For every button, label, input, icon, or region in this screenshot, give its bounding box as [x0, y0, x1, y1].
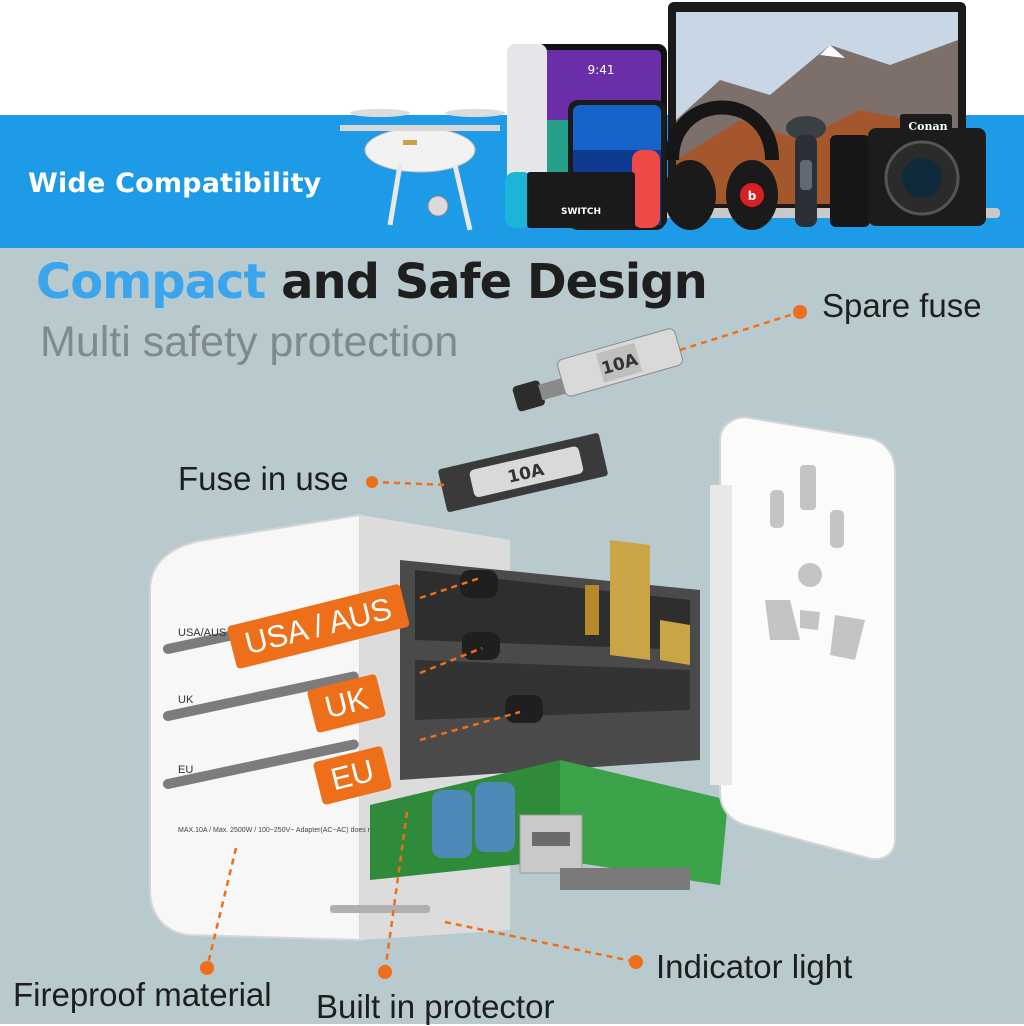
- internal-mechanism: [400, 540, 700, 780]
- headline-accent: Compact: [36, 254, 266, 310]
- electric-shaver-icon: [786, 116, 826, 227]
- headphone-mark: b: [748, 189, 757, 203]
- slot-label-uk: UK: [178, 694, 194, 706]
- slot-label-eu: EU: [178, 764, 193, 776]
- spare-fuse-icon: 10A: [512, 328, 684, 412]
- device-lineup: 9:41 SWITCH: [340, 2, 1000, 231]
- wide-compatibility-title: Wide Compatibility: [28, 168, 322, 199]
- subheadline: Multi safety protection: [40, 318, 459, 366]
- callout-indicator-light: Indicator light: [656, 948, 853, 985]
- callout-fuse-in-use: Fuse in use: [178, 460, 349, 497]
- callout-spare-fuse: Spare fuse: [822, 287, 982, 324]
- circuit-board: [370, 760, 728, 890]
- slot-label-usa-aus: USA/AUS: [178, 627, 226, 639]
- camera-icon: Conan: [830, 114, 986, 227]
- headline: Compact and Safe Design: [36, 254, 708, 310]
- camera-brand: Conan: [908, 120, 947, 133]
- callout-fireproof-material: Fireproof material: [13, 976, 272, 1013]
- tablet-time: 9:41: [588, 63, 615, 77]
- drone-icon: [340, 109, 505, 231]
- callout-built-in-protector: Built in protector: [316, 988, 555, 1025]
- callout-dots: [200, 305, 807, 979]
- game-console-icon: SWITCH: [505, 150, 660, 228]
- callout-leaders: [205, 310, 801, 973]
- tablet-back-icon: [507, 44, 547, 194]
- headphones-icon: b: [664, 100, 779, 230]
- console-brand: SWITCH: [561, 207, 601, 217]
- headline-rest: and Safe Design: [265, 254, 708, 310]
- universal-socket-faceplate: [710, 416, 896, 860]
- fuse-in-use-icon: 10A: [438, 433, 608, 512]
